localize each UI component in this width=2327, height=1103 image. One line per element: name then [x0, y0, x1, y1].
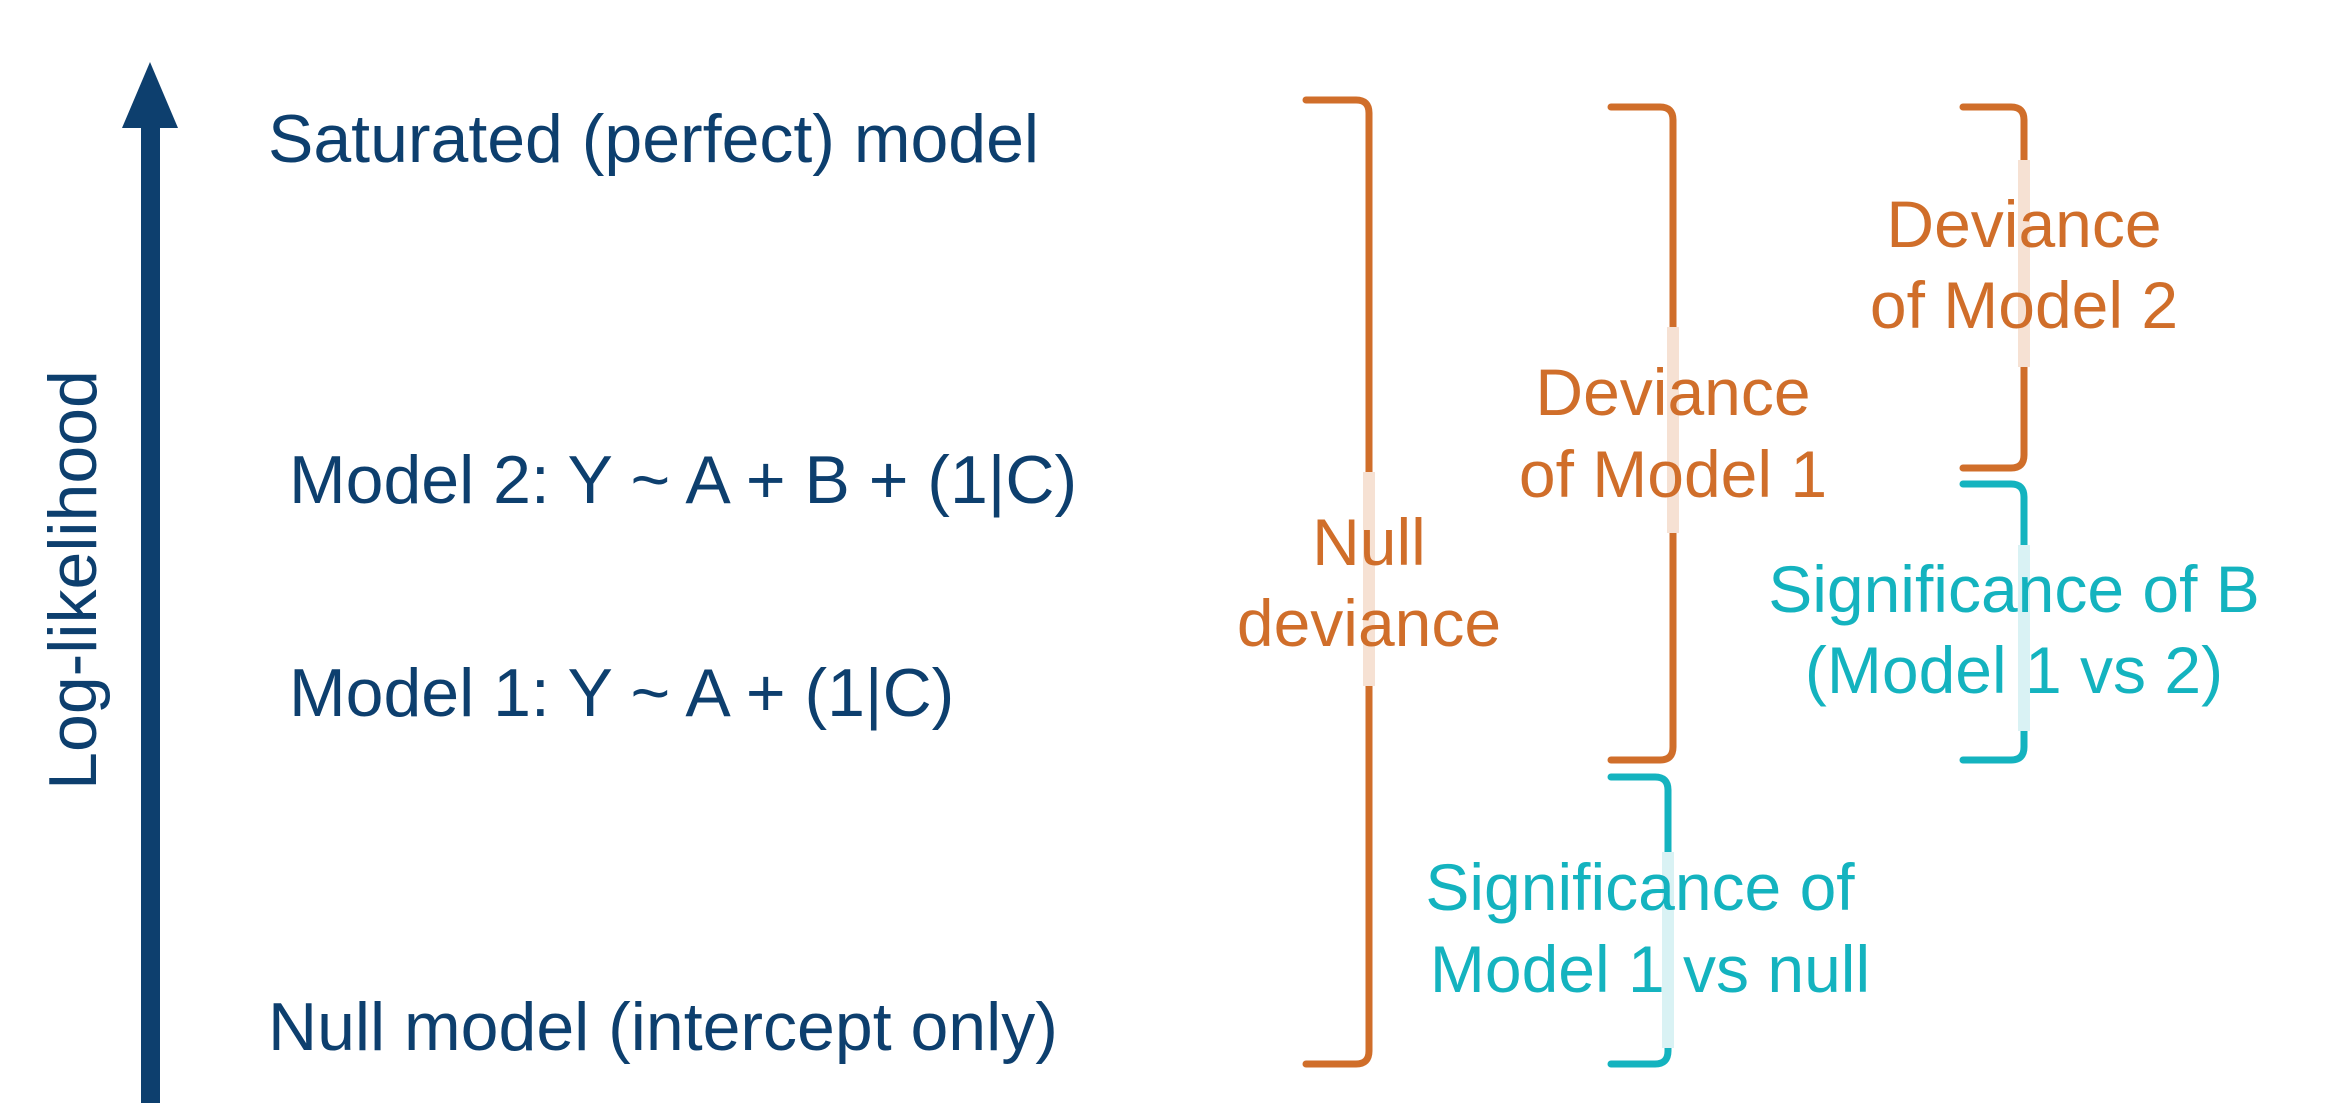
axis-shaft — [141, 118, 160, 1103]
significance-b-label: Significance of B — [1768, 552, 2260, 626]
null-deviance-label-line2: deviance — [1237, 586, 1501, 660]
deviance-model2-label: Deviance — [1886, 187, 2161, 261]
significance-model1-bracket: Significance of Model 1 vs null — [1425, 773, 1870, 1068]
saturated-model-label: Saturated (perfect) model — [268, 101, 1039, 177]
axis-arrowhead-icon — [122, 62, 178, 128]
deviance-model2-bracket: Deviance of Model 2 — [1870, 103, 2178, 472]
deviance-model1-bracket: Deviance of Model 1 — [1519, 103, 1827, 764]
significance-b-label-line2: (Model 1 vs 2) — [1805, 633, 2223, 707]
axis-label: Log-likelihood — [35, 370, 111, 790]
log-likelihood-axis: Log-likelihood — [35, 62, 178, 1103]
significance-model1-label-line2: Model 1 vs null — [1430, 932, 1870, 1006]
null-deviance-bracket: Null deviance — [1237, 96, 1501, 1068]
deviance-model2-label-line2: of Model 2 — [1870, 268, 2178, 342]
null-deviance-label: Null — [1312, 505, 1426, 579]
deviance-model1-label-line2: of Model 1 — [1519, 437, 1827, 511]
significance-model1-label: Significance of — [1425, 850, 1855, 924]
deviance-model1-label: Deviance — [1535, 355, 1810, 429]
significance-b-bracket: Significance of B (Model 1 vs 2) — [1768, 480, 2260, 764]
model2-label: Model 2: Y ~ A + B + (1|C) — [289, 442, 1077, 518]
model1-label: Model 1: Y ~ A + (1|C) — [289, 655, 954, 731]
null-model-label: Null model (intercept only) — [268, 989, 1058, 1065]
